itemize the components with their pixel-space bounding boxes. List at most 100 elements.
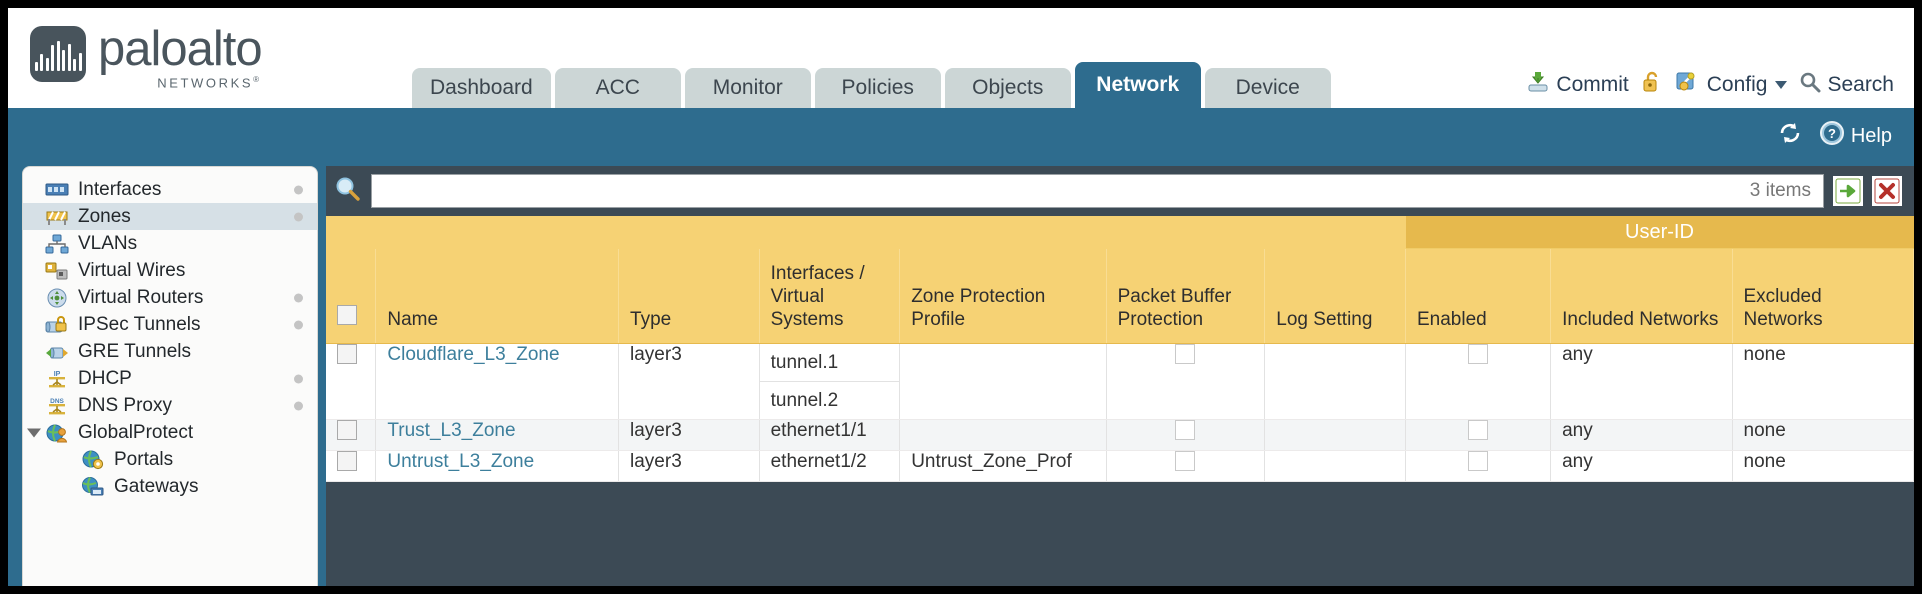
packet-buffer-protection-checkbox[interactable] bbox=[1175, 451, 1196, 471]
search-magnifier-icon[interactable] bbox=[334, 175, 362, 208]
table-row[interactable]: Untrust_L3_Zone layer3 ethernet1/2 Untru… bbox=[326, 450, 1914, 482]
apply-filter-button[interactable] bbox=[1833, 176, 1863, 206]
ipsec-tunnels-icon bbox=[45, 315, 69, 335]
tab-objects[interactable]: Objects bbox=[944, 68, 1071, 108]
cell-name: Trust_L3_Zone bbox=[375, 419, 620, 451]
userid-enabled-checkbox[interactable] bbox=[1468, 451, 1489, 471]
refresh-icon bbox=[1777, 121, 1803, 151]
config-wrench-icon bbox=[1675, 70, 1701, 100]
main-nav-tabs: Dashboard ACC Monitor Policies Objects N… bbox=[412, 62, 1331, 108]
sidebar-item-zones[interactable]: Zones bbox=[23, 203, 317, 230]
help-button[interactable]: ? Help bbox=[1819, 120, 1892, 152]
interface-item: tunnel.1 bbox=[759, 344, 900, 382]
zone-name-link[interactable]: Untrust_L3_Zone bbox=[387, 451, 535, 472]
sidebar-item-label: Portals bbox=[114, 448, 174, 470]
context-band: ? Help bbox=[8, 108, 1914, 166]
tab-dashboard[interactable]: Dashboard bbox=[412, 68, 551, 108]
column-header-name[interactable]: Name bbox=[375, 248, 620, 344]
interface-item: tunnel.2 bbox=[770, 390, 839, 411]
band-tools: ? Help bbox=[1777, 120, 1892, 152]
table-row[interactable]: Trust_L3_Zone layer3 ethernet1/1 any non… bbox=[326, 419, 1914, 451]
cell-userid-enabled bbox=[1405, 343, 1552, 420]
sidebar-item-label: Virtual Routers bbox=[78, 286, 204, 308]
group-header-spacer bbox=[326, 216, 1406, 249]
globalprotect-icon bbox=[45, 423, 69, 443]
item-count-label: 3 items bbox=[1749, 180, 1811, 201]
sidebar-item-label: GlobalProtect bbox=[78, 421, 194, 443]
svg-text:DNS: DNS bbox=[50, 398, 64, 405]
cell-userid-enabled bbox=[1405, 450, 1552, 482]
userid-enabled-checkbox[interactable] bbox=[1468, 344, 1489, 364]
column-header-excluded-networks[interactable]: Excluded Networks bbox=[1732, 248, 1914, 344]
packet-buffer-protection-checkbox[interactable] bbox=[1175, 420, 1196, 440]
unlocked-padlock-icon bbox=[1641, 70, 1663, 100]
tab-policies[interactable]: Policies bbox=[814, 68, 941, 108]
clear-filter-button[interactable] bbox=[1872, 176, 1902, 206]
status-dot bbox=[294, 185, 303, 194]
row-checkbox[interactable] bbox=[337, 344, 357, 364]
network-sidebar: Interfaces Zones bbox=[22, 166, 318, 586]
sidebar-item-ipsec-tunnels[interactable]: IPSec Tunnels bbox=[23, 311, 317, 338]
sidebar-item-dns-proxy[interactable]: DNS DNS Proxy bbox=[23, 392, 317, 419]
tab-device[interactable]: Device bbox=[1204, 68, 1331, 108]
cell-interfaces: ethernet1/2 bbox=[759, 450, 901, 482]
zone-name-link[interactable]: Cloudflare_L3_Zone bbox=[387, 344, 560, 365]
sidebar-item-globalprotect[interactable]: GlobalProtect bbox=[23, 419, 317, 446]
select-all-header bbox=[326, 248, 377, 344]
sidebar-item-portals[interactable]: Portals bbox=[23, 446, 317, 473]
column-header-userid-enabled[interactable]: Enabled bbox=[1405, 248, 1552, 344]
config-menu[interactable]: Config bbox=[1675, 70, 1788, 100]
brand-name: paloalto bbox=[98, 22, 263, 76]
table-row[interactable]: Cloudflare_L3_Zone layer3 tunnel.1 tunne… bbox=[326, 343, 1914, 420]
cell-log-setting bbox=[1264, 419, 1406, 451]
cell-zone-protection-profile: Untrust_Zone_Prof bbox=[899, 450, 1107, 482]
column-header-zone-protection-profile[interactable]: Zone Protection Profile bbox=[899, 248, 1107, 344]
brand-subtitle: NETWORKS® bbox=[157, 75, 262, 91]
cell-excluded-networks: none bbox=[1732, 343, 1914, 420]
sidebar-item-label: Interfaces bbox=[78, 178, 162, 200]
cell-included-networks: any bbox=[1550, 450, 1733, 482]
sidebar-item-gateways[interactable]: Gateways bbox=[23, 473, 317, 500]
row-checkbox[interactable] bbox=[337, 451, 357, 471]
select-all-checkbox[interactable] bbox=[337, 305, 357, 325]
column-header-log-setting[interactable]: Log Setting bbox=[1264, 248, 1406, 344]
dns-proxy-icon: DNS bbox=[45, 396, 69, 416]
userid-enabled-checkbox[interactable] bbox=[1468, 420, 1489, 440]
search-input[interactable]: 3 items bbox=[371, 174, 1824, 208]
column-header-included-networks[interactable]: Included Networks bbox=[1550, 248, 1733, 344]
sidebar-item-vlans[interactable]: VLANs bbox=[23, 230, 317, 257]
refresh-button[interactable] bbox=[1777, 121, 1803, 151]
row-checkbox[interactable] bbox=[337, 420, 357, 440]
svg-text:IP: IP bbox=[54, 371, 61, 378]
column-header-type[interactable]: Type bbox=[618, 248, 760, 344]
table-header-row: Name Type Interfaces / Virtual Systems Z… bbox=[326, 248, 1914, 344]
search-button[interactable]: Search bbox=[1799, 71, 1894, 99]
packet-buffer-protection-checkbox[interactable] bbox=[1175, 344, 1196, 364]
sidebar-item-dhcp[interactable]: IP DHCP bbox=[23, 365, 317, 392]
column-header-packet-buffer-protection[interactable]: Packet Buffer Protection bbox=[1106, 248, 1266, 344]
cell-zone-protection-profile bbox=[899, 419, 1107, 451]
zones-panel: 3 items bbox=[326, 166, 1914, 586]
zone-name-link[interactable]: Trust_L3_Zone bbox=[387, 420, 516, 441]
lock-button[interactable] bbox=[1641, 70, 1663, 100]
status-dot bbox=[294, 212, 303, 221]
expander-triangle-icon[interactable] bbox=[27, 428, 41, 437]
sidebar-item-virtual-wires[interactable]: Virtual Wires bbox=[23, 257, 317, 284]
cell-packet-buffer-protection bbox=[1106, 343, 1266, 420]
sidebar-item-virtual-routers[interactable]: Virtual Routers bbox=[23, 284, 317, 311]
cell-type: layer3 bbox=[618, 343, 760, 420]
cell-included-networks: any bbox=[1550, 419, 1733, 451]
commit-icon bbox=[1526, 70, 1550, 100]
virtual-wires-icon bbox=[45, 261, 69, 281]
cell-userid-enabled bbox=[1405, 419, 1552, 451]
row-select-cell bbox=[326, 419, 377, 451]
tab-acc[interactable]: ACC bbox=[554, 68, 681, 108]
tab-network[interactable]: Network bbox=[1074, 62, 1201, 108]
commit-button[interactable]: Commit bbox=[1526, 70, 1629, 100]
sidebar-item-gre-tunnels[interactable]: GRE Tunnels bbox=[23, 338, 317, 365]
cell-packet-buffer-protection bbox=[1106, 450, 1266, 482]
column-header-interfaces[interactable]: Interfaces / Virtual Systems bbox=[759, 248, 901, 344]
tab-monitor[interactable]: Monitor bbox=[684, 68, 811, 108]
sidebar-item-label: DHCP bbox=[78, 367, 132, 389]
sidebar-item-interfaces[interactable]: Interfaces bbox=[23, 176, 317, 203]
